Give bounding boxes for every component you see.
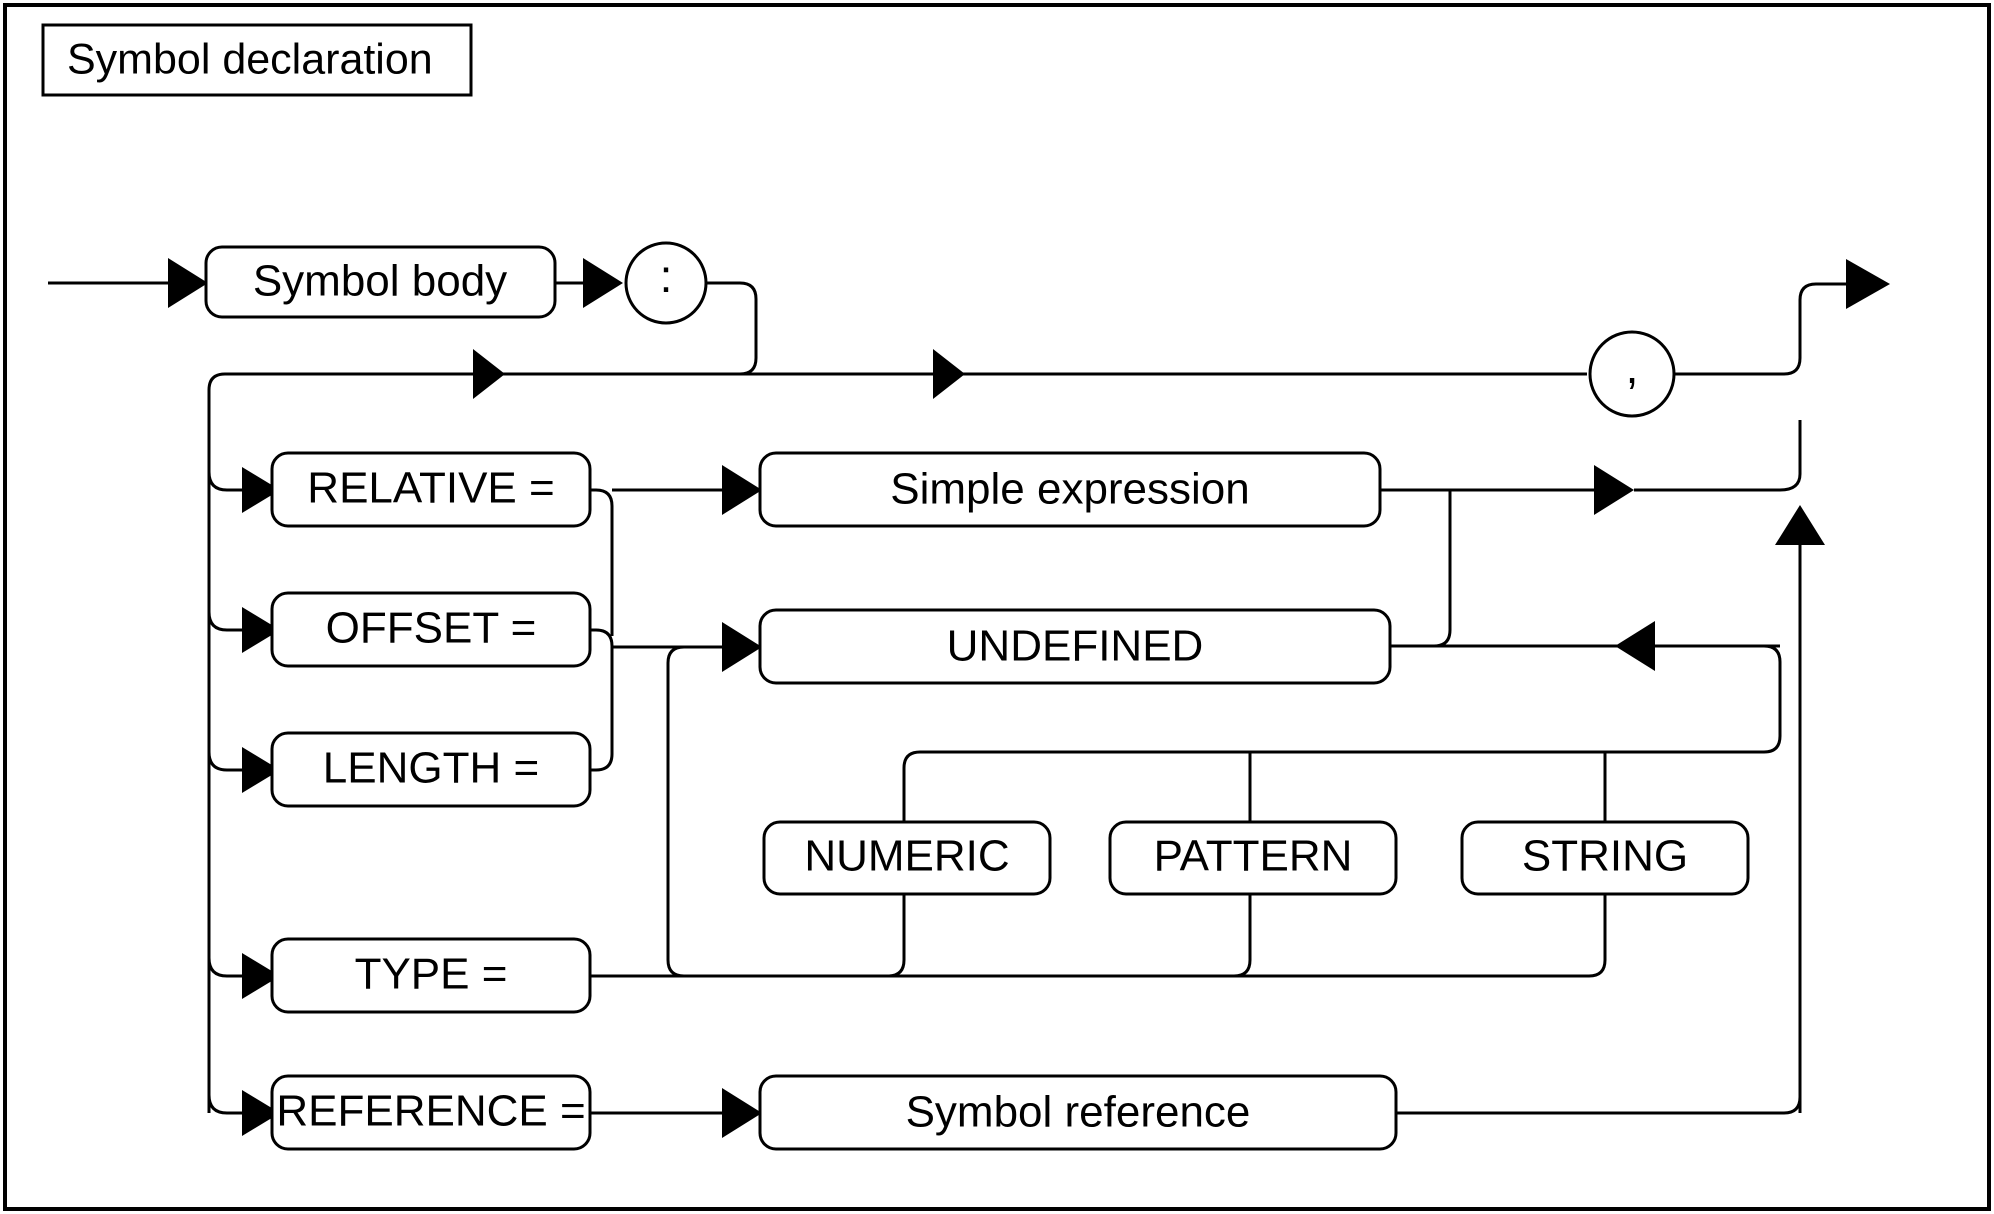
- node-symbol-body-label: Symbol body: [253, 257, 507, 306]
- node-reference-label: REFERENCE =: [276, 1087, 585, 1136]
- right-bus-up-arrow-icon: [1775, 505, 1825, 545]
- rail-comma-to-exit: [1674, 282, 1846, 376]
- rail-undefined-right-corner: [920, 644, 1782, 754]
- rail-branch-length: [207, 751, 242, 772]
- outer-frame: [3, 3, 1991, 1211]
- rail-branch-relative: [207, 471, 242, 492]
- rail-branch-offset: [207, 611, 242, 632]
- rail-colon-down: [706, 281, 758, 376]
- relative-arrow-icon: [242, 467, 280, 513]
- node-string-label: STRING: [1522, 832, 1688, 881]
- reference-arrow-icon: [242, 1090, 280, 1136]
- rail-string-down: [1588, 894, 1607, 978]
- rail-branch-type: [207, 957, 242, 978]
- simple-expression-arrow-icon: [722, 465, 762, 515]
- rail-simple-expression-to-top: [1634, 420, 1802, 492]
- node-comma-label: ,: [1626, 341, 1639, 393]
- node-simple-expression-label: Simple expression: [890, 465, 1250, 514]
- node-pattern: [1108, 820, 1398, 896]
- page-title: Symbol declaration: [67, 35, 433, 83]
- undefined-arrow-icon: [722, 622, 762, 672]
- node-undefined-label: UNDEFINED: [947, 622, 1204, 671]
- rail-symbol-reference-out: [1396, 1096, 1802, 1115]
- loopback-arrow-icon-1: [473, 349, 505, 399]
- exit-arrow-icon: [1846, 259, 1890, 309]
- title-box: [41, 23, 473, 97]
- node-offset-label: OFFSET =: [326, 604, 537, 653]
- undefined-merge-arrow-icon: [1615, 621, 1655, 671]
- rail-numeric-down: [887, 894, 906, 978]
- node-length-label: LENGTH =: [323, 744, 539, 793]
- node-pattern-label: PATTERN: [1154, 832, 1353, 881]
- loopback-arrow-icon-2: [933, 349, 965, 399]
- rail-type-choices-top: [902, 750, 921, 822]
- node-colon-label: :: [660, 250, 673, 302]
- entry-arrow-icon: [168, 258, 208, 308]
- rail-relative-out: [590, 488, 614, 636]
- rail-expr-undefined-link: [1433, 489, 1452, 648]
- node-symbol-reference-label: Symbol reference: [906, 1088, 1251, 1137]
- node-numeric-label: NUMERIC: [804, 832, 1009, 881]
- node-relative-label: RELATIVE =: [307, 464, 554, 513]
- simple-expression-exit-arrow-icon: [1594, 465, 1634, 515]
- node-numeric: [762, 820, 1052, 896]
- offset-arrow-icon: [242, 607, 280, 653]
- rail-pattern-down: [1233, 894, 1252, 978]
- rail-type-to-junction: [666, 645, 685, 978]
- rail-length-out: [590, 646, 614, 772]
- symbol-reference-arrow-icon: [722, 1088, 762, 1138]
- rail-offset-out: [590, 628, 614, 647]
- rail-loopback-bus: [207, 372, 1587, 1113]
- rail-branch-reference: [207, 1094, 242, 1115]
- type-arrow-icon: [242, 953, 280, 999]
- node-type-label: TYPE =: [355, 950, 508, 999]
- length-arrow-icon: [242, 747, 280, 793]
- colon-arrow-icon: [583, 258, 623, 308]
